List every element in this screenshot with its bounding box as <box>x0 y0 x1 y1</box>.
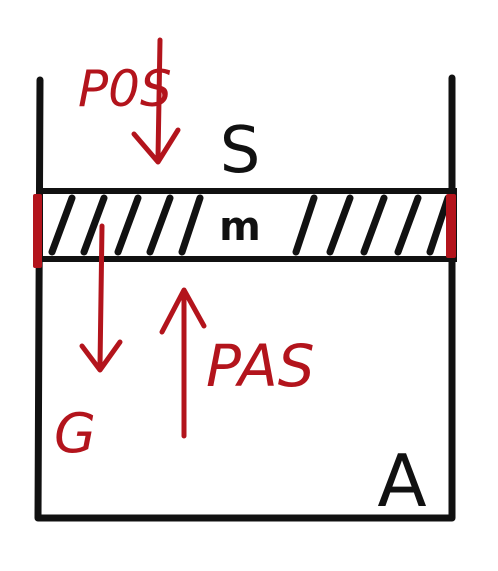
piston: m <box>37 188 457 262</box>
cylinder-walls <box>34 74 456 522</box>
gas-force-label: PAS <box>206 332 315 400</box>
right-seal <box>446 194 456 258</box>
gas-force-annotation: PAS <box>159 287 315 439</box>
gas-force-arrow-icon <box>159 287 207 439</box>
piston-label: m <box>219 204 261 250</box>
gravity-label: G <box>54 402 96 465</box>
left-seal <box>33 194 42 268</box>
gravity-arrow-icon <box>79 223 123 373</box>
top-force-label: P0S <box>78 60 172 118</box>
gravity-annotation: G <box>54 223 123 465</box>
top-force-annotation: P0S <box>78 37 181 165</box>
upper-region-label: S <box>220 114 261 188</box>
lower-region-label: A <box>377 439 426 523</box>
top-force-arrow-icon <box>131 37 181 165</box>
piston-hatching <box>48 194 452 256</box>
